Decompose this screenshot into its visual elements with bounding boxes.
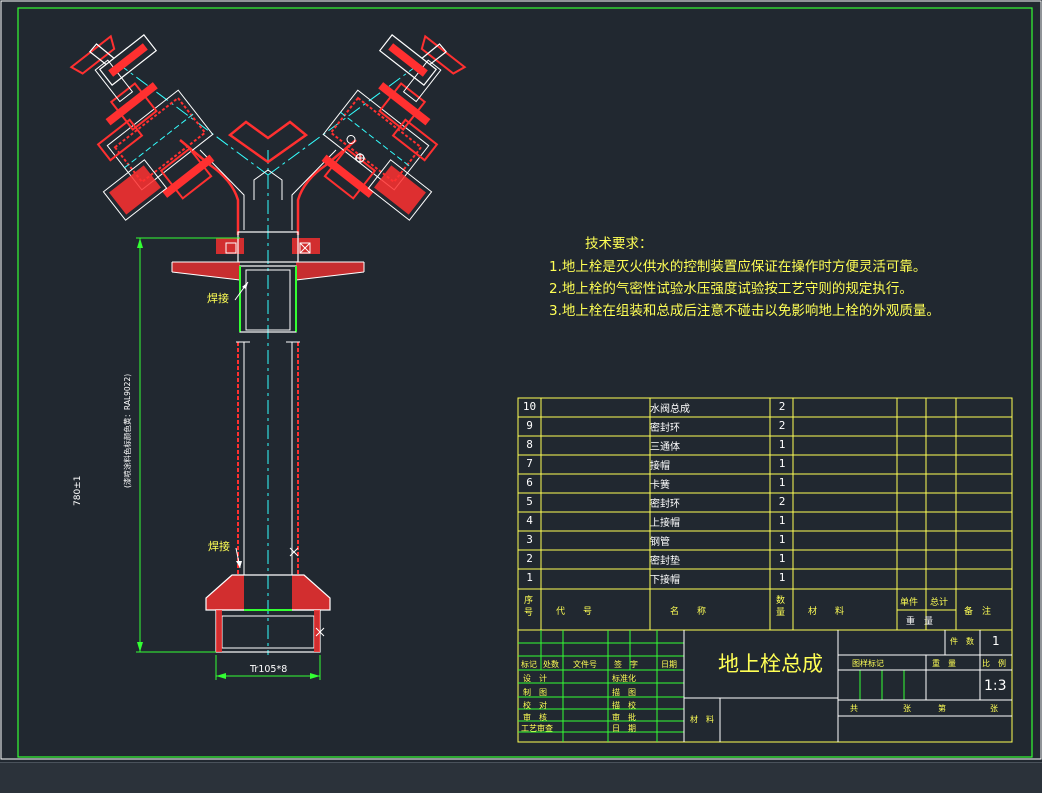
dimension-thread-label: Tr105*8 [250, 664, 288, 675]
bom-header-no: 序号 [524, 596, 534, 618]
sheet-label-sheets2: 张 [990, 704, 998, 713]
sheet-label-sheets1: 张 [903, 704, 911, 713]
sheet-label-total: 共 [850, 704, 858, 713]
stage-label-mark: 图样标记 [852, 659, 884, 668]
command-status-bar[interactable] [0, 762, 1042, 793]
drawing-frame [0, 0, 1042, 760]
role-review: 审 核 [523, 713, 547, 722]
bom-header-unit-weight: 单件 [900, 598, 919, 608]
tech-requirement-2: 2.地上栓的气密性试验水压强度试验按工艺守则的规定执行。 [549, 281, 913, 297]
role-drafting: 制 图 [523, 688, 547, 697]
scale-value: 1:3 [984, 678, 1007, 694]
sheet-label-no: 第 [938, 704, 946, 713]
material-label: 材 料 [690, 715, 714, 724]
stage-label-scale: 比 例 [982, 659, 1006, 668]
weld-label-top: 焊接 [207, 292, 229, 305]
role-trace-check: 描 校 [612, 701, 636, 710]
inner-border [17, 7, 1033, 758]
role-date: 日 期 [612, 724, 636, 733]
bom-header-qty: 数量 [776, 596, 786, 618]
bom-table [517, 397, 1013, 631]
pieces-value: 1 [992, 634, 1000, 648]
dimension-height-note: (漆喷涂料色标颜色黄：RAL9022) [123, 373, 132, 488]
role-approval: 审 批 [612, 713, 636, 722]
role-standardization: 标准化 [612, 674, 636, 683]
bom-header-total-weight: 总计 [930, 598, 949, 608]
dimension-height-label: 780±1 [73, 475, 83, 506]
bom-header-material: 材 料 [808, 607, 845, 617]
role-check: 校 对 [523, 701, 547, 710]
drawing-title: 地上栓总成 [718, 652, 823, 676]
stage-label-weight: 重 量 [932, 659, 956, 668]
role-process: 工艺审查 [521, 724, 553, 733]
rev-label-date: 日期 [661, 660, 677, 669]
bom-header-remark: 备 注 [964, 607, 992, 617]
tech-requirement-3: 3.地上栓在组装和总成后注意不碰击以免影响地上栓的外观质量。 [549, 303, 940, 319]
bom-header-name: 名 称 [670, 607, 707, 617]
weld-label-bottom: 焊接 [208, 540, 230, 553]
rev-label-sign: 签 字 [614, 660, 638, 669]
role-design: 设 计 [523, 674, 547, 683]
bom-header-code: 代 号 [556, 607, 593, 617]
hydrant-assembly [69, 34, 467, 680]
title-block-lines [517, 629, 1013, 743]
role-tracing: 描 图 [612, 688, 636, 697]
tech-requirements-heading: 技术要求： [585, 236, 653, 252]
pieces-label: 件 数 [950, 637, 974, 646]
rev-label-count: 处数 [543, 660, 559, 669]
tech-requirement-1: 1.地上栓是灭火供水的控制装置应保证在操作时方便灵活可靠。 [549, 259, 927, 275]
bom-header-weight: 重 量 [906, 617, 934, 627]
rev-label-docno: 文件号 [573, 660, 597, 669]
rev-label-mark: 标记 [521, 660, 537, 669]
